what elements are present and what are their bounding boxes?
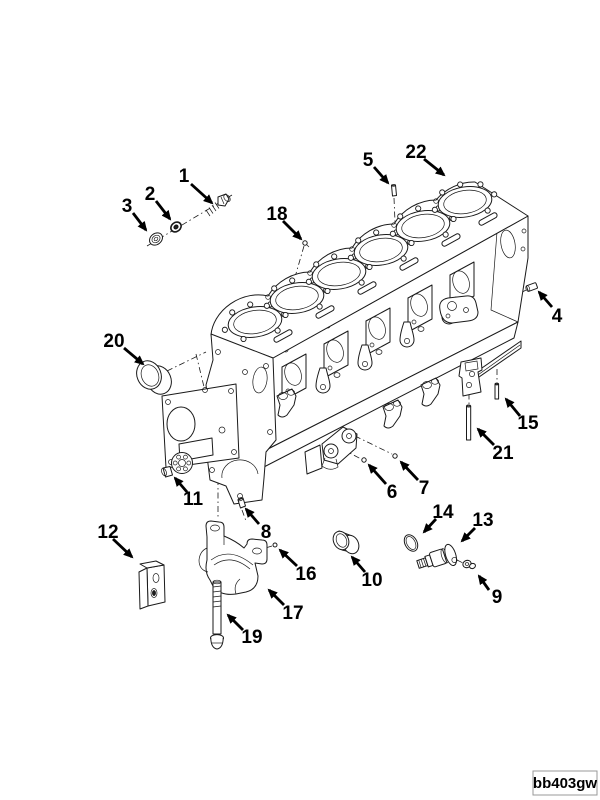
callout-20-label: 20	[103, 331, 124, 352]
callout-20-arrow	[123, 346, 145, 366]
callout-14-label: 14	[432, 502, 454, 523]
callout-1-arrow	[190, 182, 214, 205]
callout-4-arrow	[537, 290, 554, 308]
leader-9	[456, 559, 464, 564]
callout-13-label: 13	[472, 510, 493, 531]
callout-9-label: 9	[492, 587, 503, 608]
figure-code-box: bb403gw	[532, 770, 598, 796]
callout-19-arrow	[226, 613, 244, 631]
callout-4-label: 4	[552, 306, 563, 327]
part-9-fitting	[462, 559, 476, 570]
callout-7-label: 7	[419, 478, 430, 499]
callout-11-label: 11	[183, 489, 204, 510]
callout-6-label: 6	[387, 482, 398, 503]
callout-14-arrow	[422, 518, 438, 534]
part-11-plug	[161, 466, 173, 478]
callout-2-label: 2	[145, 184, 156, 205]
part-2-washer	[170, 221, 182, 233]
front-casting	[161, 333, 277, 505]
callout-11-arrow	[173, 476, 189, 493]
part-1-bolt	[205, 193, 231, 217]
callout-1-label: 1	[179, 166, 190, 187]
callout-17-arrow	[267, 588, 285, 606]
callout-15-label: 15	[517, 413, 539, 434]
callout-17-label: 17	[282, 603, 303, 624]
figure-code: bb403gw	[533, 775, 598, 792]
rail-clip-2	[382, 399, 403, 429]
callout-8-arrow	[244, 507, 261, 525]
mount-bracket	[304, 426, 358, 475]
part-8-pin	[237, 497, 246, 509]
part-14-o-ring	[403, 534, 419, 552]
callout-8-label: 8	[261, 522, 272, 543]
engine-block	[161, 176, 529, 505]
callout-22-label: 22	[405, 142, 426, 163]
part-18-screw	[302, 240, 310, 248]
rail-clip-3	[420, 377, 441, 407]
part-6-screw	[361, 457, 367, 463]
loose-parts	[136, 183, 538, 650]
part-17-bracket	[198, 520, 268, 595]
rear-face-seam	[490, 231, 519, 323]
callout-13-arrow	[460, 527, 476, 543]
pump-flange	[171, 452, 193, 474]
crank-axis	[195, 353, 222, 458]
callout-5-arrow	[372, 166, 390, 185]
leader-20	[166, 351, 207, 372]
part-13-valve	[416, 543, 458, 569]
callout-3-arrow	[131, 212, 148, 232]
front-plate-bore	[166, 406, 196, 442]
part-20-cup-plug	[136, 360, 172, 395]
callout-labels: 1 2 3 4 5 6 7 8 9 10 11 12 13 14 15 16 1…	[97, 142, 562, 648]
callout-5-label: 5	[363, 150, 374, 171]
leader-7	[354, 435, 393, 455]
leader-18	[294, 245, 305, 278]
callout-arrows	[112, 157, 554, 631]
callout-9-arrow	[477, 574, 491, 591]
callout-10-arrow	[350, 555, 367, 573]
callout-21-label: 21	[492, 443, 514, 464]
part-7-screw	[392, 453, 398, 459]
callout-7-arrow	[399, 460, 420, 481]
callout-12-arrow	[112, 537, 134, 559]
callout-6-arrow	[367, 463, 388, 485]
callout-18-label: 18	[266, 204, 287, 225]
callout-21-arrow	[476, 427, 495, 446]
callout-10-label: 10	[361, 570, 382, 591]
callout-16-arrow	[278, 548, 298, 568]
callout-2-arrow	[154, 200, 172, 221]
part-16-dowel	[272, 542, 278, 548]
callout-16-label: 16	[295, 564, 316, 585]
callout-18-arrow	[282, 220, 303, 241]
callout-3-label: 3	[122, 196, 133, 217]
part-4-plug	[525, 282, 538, 292]
rear-adapter-plate	[439, 295, 479, 324]
callout-15-arrow	[504, 397, 522, 417]
part-3-washer	[149, 232, 163, 246]
part-21-pin	[466, 404, 472, 441]
part-12-plate	[138, 560, 166, 610]
callout-19-label: 19	[241, 627, 262, 648]
callout-12-label: 12	[97, 522, 118, 543]
rear-bracket	[458, 340, 522, 397]
part-10-cup-plug	[332, 530, 360, 555]
callout-22-arrow	[423, 157, 446, 177]
part-15-pin	[494, 382, 500, 400]
part-19-stud	[210, 579, 224, 650]
part-5-pin	[391, 183, 397, 197]
